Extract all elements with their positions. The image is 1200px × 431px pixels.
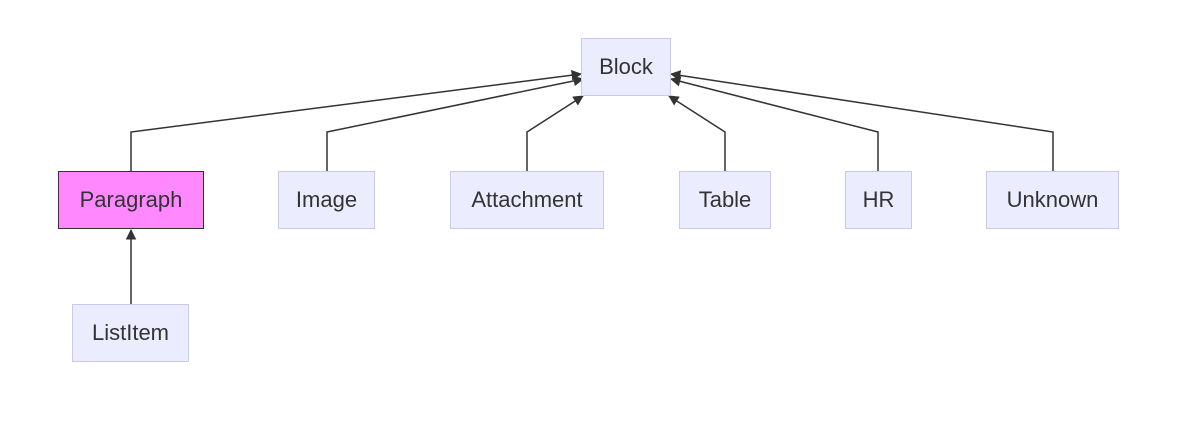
- node-table-label: Table: [698, 187, 752, 212]
- node-block-label: Block: [599, 54, 653, 79]
- node-attachment-label: Attachment: [471, 187, 583, 212]
- node-image-label: Image: [295, 187, 358, 212]
- node-paragraph: Paragraph: [58, 171, 204, 229]
- node-listitem-label: ListItem: [91, 320, 170, 345]
- node-unknown-label: Unknown: [1006, 187, 1099, 212]
- edge-paragraph-to-block: [130, 70, 583, 171]
- node-block: Block: [581, 38, 671, 96]
- node-unknown: Unknown: [986, 171, 1119, 229]
- edge-image-to-block: [326, 75, 585, 171]
- edge-attachment-to-block: [526, 95, 584, 171]
- node-paragraph-label: Paragraph: [79, 187, 183, 212]
- edge-table-to-block: [668, 95, 726, 171]
- node-table: Table: [679, 171, 771, 229]
- node-attachment: Attachment: [450, 171, 604, 229]
- node-image: Image: [278, 171, 375, 229]
- node-hr-label: HR: [862, 187, 895, 212]
- node-hr: HR: [845, 171, 912, 229]
- edge-hr-to-block: [669, 76, 879, 171]
- node-listitem: ListItem: [72, 304, 189, 362]
- edge-unknown-to-block: [669, 70, 1054, 171]
